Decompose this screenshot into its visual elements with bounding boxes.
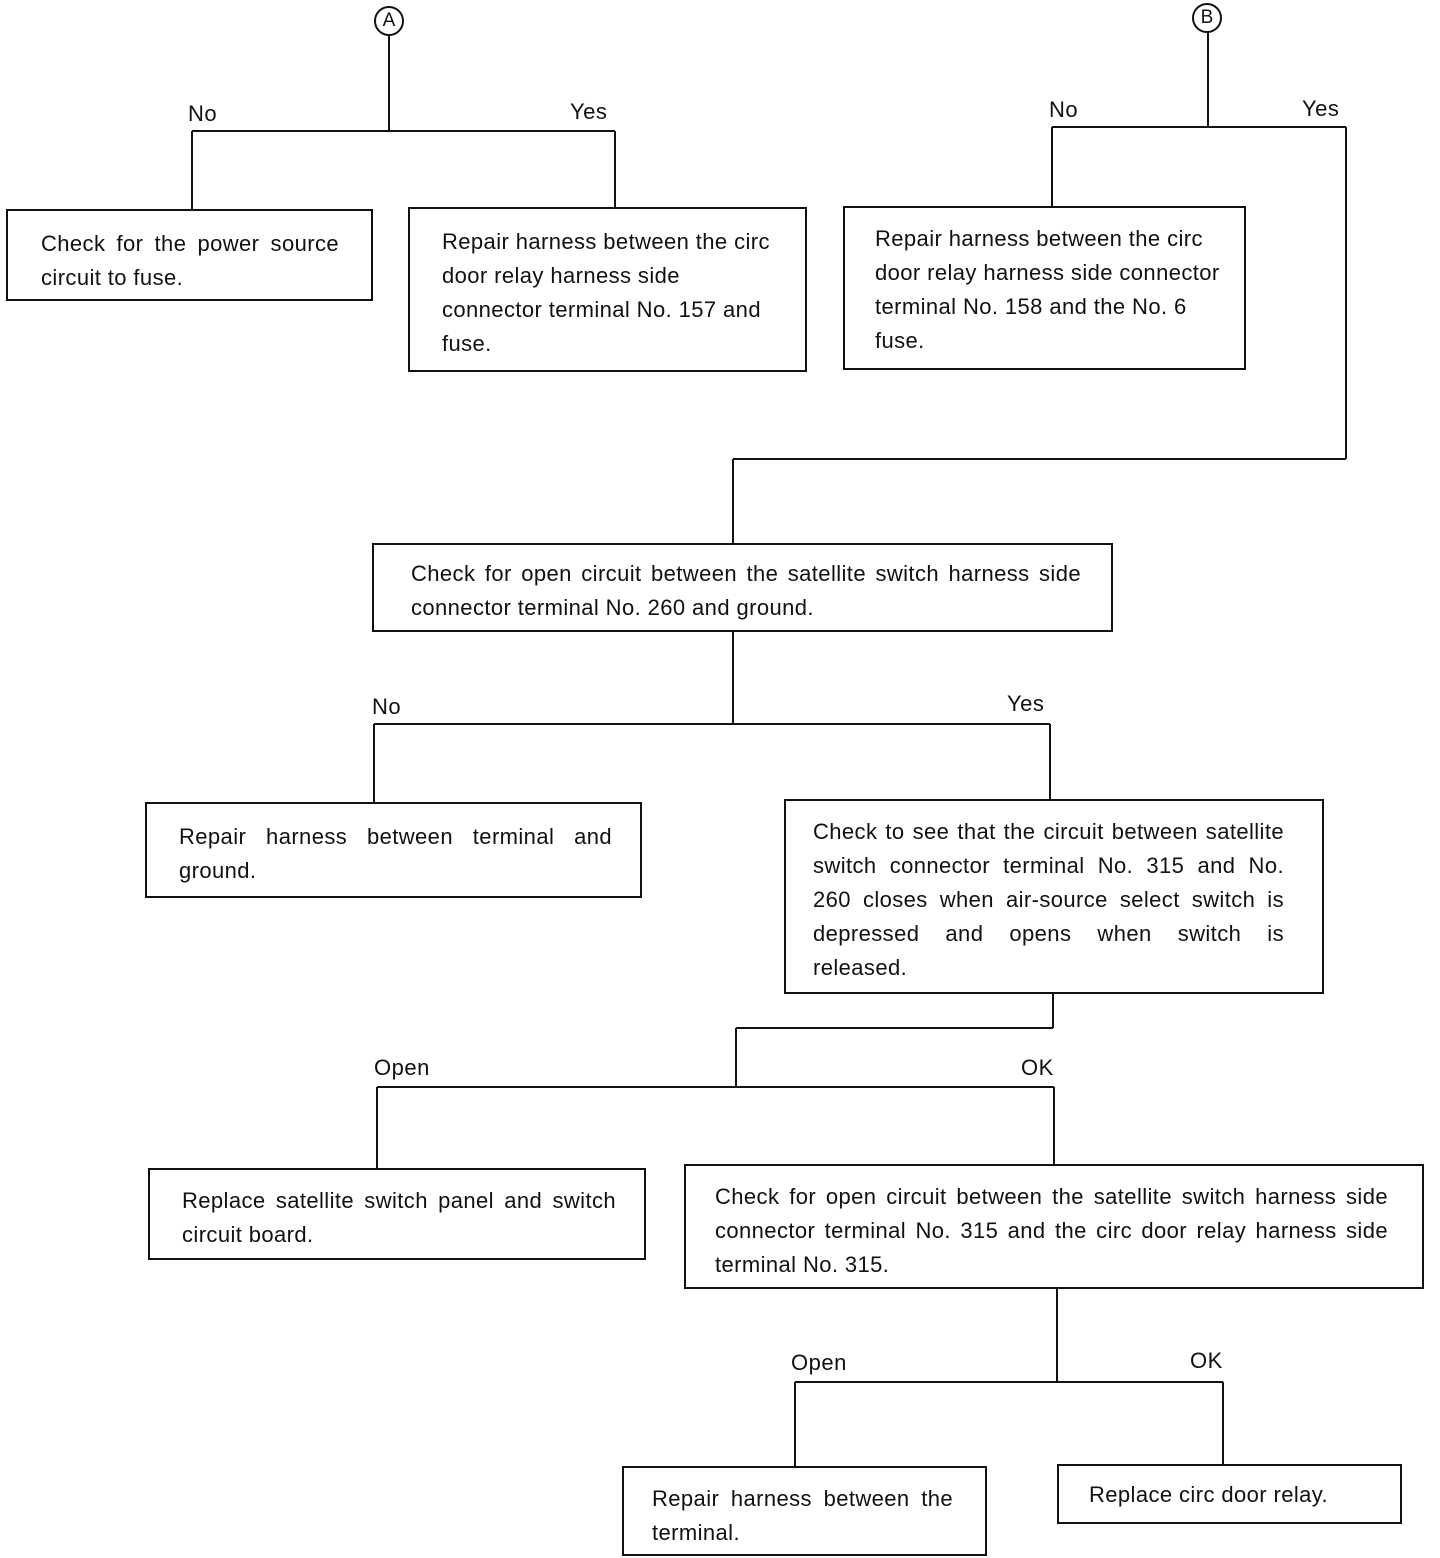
- step-check-circuit-315-260: Check to see that the circuit between sa…: [784, 799, 1324, 994]
- step-replace-switch-panel: Replace satellite switch panel and switc…: [148, 1168, 646, 1260]
- branch-label-b-no: No: [1049, 97, 1079, 122]
- step-replace-switch-panel-text: Replace satellite switch panel and switc…: [182, 1188, 616, 1247]
- branch-label-c-yes: Yes: [1007, 691, 1045, 716]
- step-repair-harness-ground-text: Repair harness between terminal and grou…: [179, 824, 612, 883]
- connector-b: B: [1192, 3, 1222, 33]
- step-check-terminal-260: Check for open circuit between the satel…: [372, 543, 1113, 632]
- connector-a: A: [374, 6, 404, 36]
- branch-label-a-yes: Yes: [570, 99, 608, 124]
- step-repair-harness-158-text: Repair harness between the circ door rel…: [875, 226, 1220, 353]
- step-check-terminal-315-relay-text: Check for open circuit between the satel…: [715, 1184, 1388, 1277]
- step-repair-harness-ground: Repair harness between terminal and grou…: [145, 802, 642, 898]
- branch-label-d-ok: OK: [1021, 1055, 1054, 1080]
- step-check-terminal-260-text: Check for open circuit between the satel…: [411, 561, 1081, 620]
- step-repair-harness-157: Repair harness between the circ door rel…: [408, 207, 807, 372]
- branch-label-a-no: No: [188, 101, 218, 126]
- step-check-circuit-315-260-text: Check to see that the circuit between sa…: [813, 819, 1284, 980]
- branch-label-c-no: No: [372, 694, 402, 719]
- step-repair-harness-157-text: Repair harness between the circ door rel…: [442, 229, 770, 356]
- step-check-terminal-315-relay: Check for open circuit between the satel…: [684, 1164, 1424, 1289]
- step-repair-harness-terminal: Repair harness between the terminal.: [622, 1466, 987, 1556]
- step-replace-circ-door-relay: Replace circ door relay.: [1057, 1464, 1402, 1524]
- step-repair-harness-terminal-text: Repair harness between the terminal.: [652, 1486, 953, 1545]
- step-replace-circ-door-relay-text: Replace circ door relay.: [1089, 1482, 1329, 1507]
- connector-a-label: A: [382, 10, 396, 31]
- branch-label-b-yes: Yes: [1302, 96, 1340, 121]
- step-check-power-source: Check for the power source circuit to fu…: [6, 209, 373, 301]
- branch-label-e-open: Open: [791, 1350, 847, 1375]
- branch-label-d-open: Open: [374, 1055, 430, 1080]
- step-check-power-source-text: Check for the power source circuit to fu…: [41, 231, 339, 290]
- branch-label-e-ok: OK: [1190, 1348, 1223, 1373]
- step-repair-harness-158: Repair harness between the circ door rel…: [843, 206, 1246, 370]
- connector-b-label: B: [1200, 7, 1214, 28]
